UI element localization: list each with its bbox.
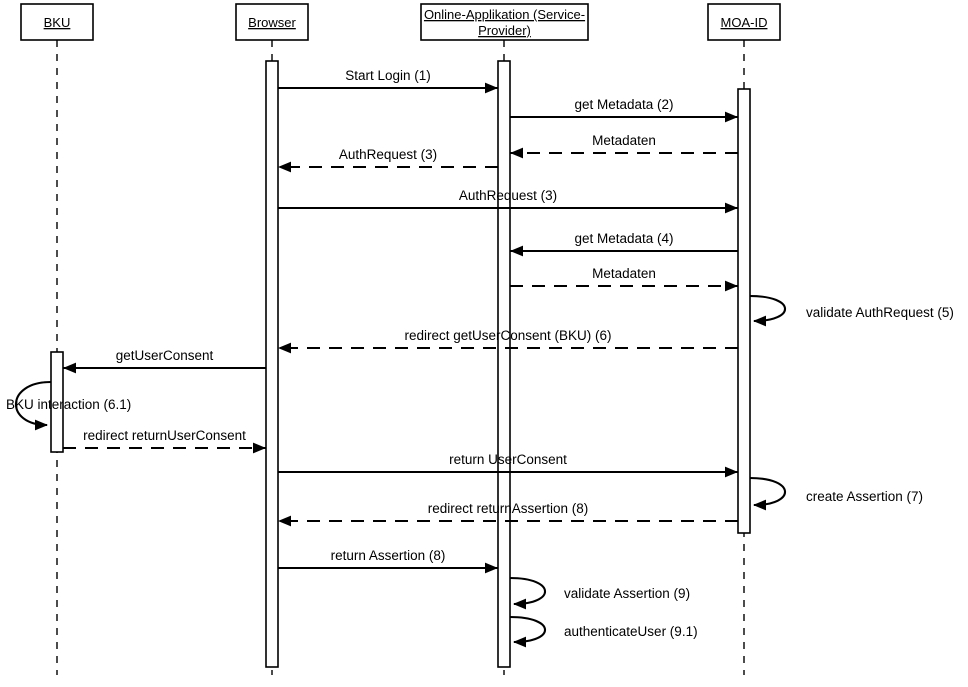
lifeline-moa_id: MOA-ID (707, 3, 781, 675)
message-left-8[interactable]: redirect getUserConsent (BKU) (6) (278, 328, 738, 354)
message-label-2: get Metadata (2) (574, 97, 673, 112)
self-message-0[interactable]: validate AuthRequest (5) (749, 294, 954, 327)
messages-layer: Start Login (1) get Metadata (2) Metadaten… (63, 68, 738, 574)
message-right-11[interactable]: return UserConsent (278, 452, 738, 478)
activation-bar-moa_id (737, 88, 751, 534)
message-label-4: AuthRequest (3) (339, 147, 437, 162)
lifeline-online_app: Online-Applikation (Service-Provider) (420, 3, 589, 675)
self-message-arrow-2 (749, 476, 786, 511)
activation-bar-browser (265, 60, 279, 668)
message-right-10[interactable]: redirect returnUserConsent (63, 428, 266, 454)
message-left-9[interactable]: getUserConsent (63, 348, 266, 374)
message-label-5: AuthRequest (3) (459, 188, 557, 203)
self-message-2[interactable]: create Assertion (7) (749, 476, 923, 511)
message-right-5[interactable]: AuthRequest (3) (278, 188, 738, 214)
lifeline-header-box-moa_id[interactable] (707, 3, 781, 41)
message-label-6: get Metadata (4) (574, 231, 673, 246)
message-right-2[interactable]: get Metadata (2) (510, 97, 738, 123)
self-message-arrow-1 (14, 380, 52, 431)
self-message-arrow-4 (509, 615, 546, 648)
self-message-label-3: validate Assertion (9) (564, 586, 690, 601)
message-label-1: Start Login (1) (345, 68, 431, 83)
self-message-label-4: authenticateUser (9.1) (564, 624, 698, 639)
self-message-4[interactable]: authenticateUser (9.1) (509, 615, 698, 648)
lifeline-label-browser: Browser (248, 15, 296, 30)
message-right-13[interactable]: return Assertion (8) (278, 548, 498, 574)
message-left-3[interactable]: Metadaten (510, 133, 738, 159)
message-label-11: return UserConsent (449, 452, 567, 467)
message-left-6[interactable]: get Metadata (4) (510, 231, 738, 257)
activation-bar-bku (50, 351, 64, 453)
self-messages-layer: validate AuthRequest (5) BKU interaction … (6, 294, 954, 648)
message-label-8: redirect getUserConsent (BKU) (6) (404, 328, 611, 343)
lifeline-label-bku: BKU (44, 15, 71, 30)
message-label-9: getUserConsent (116, 348, 214, 363)
self-message-3[interactable]: validate Assertion (9) (509, 576, 690, 610)
message-label-12: redirect returnAssertion (8) (428, 501, 589, 516)
self-message-arrow-3 (509, 576, 546, 610)
lifeline-browser: Browser (235, 3, 309, 675)
lifelines-layer: BKU Browser Online-Applikation (Service-Pr… (20, 3, 781, 675)
self-message-label-2: create Assertion (7) (806, 489, 923, 504)
lifeline-label-online_app: Online-Applikation (Service- (424, 7, 585, 22)
activation-bar-online_app (497, 60, 511, 668)
lifeline-bku: BKU (20, 3, 94, 675)
self-message-label-1: BKU interaction (6.1) (6, 397, 131, 412)
message-label-3: Metadaten (592, 133, 656, 148)
self-message-1[interactable]: BKU interaction (6.1) (6, 380, 131, 431)
lifeline-header-box-browser[interactable] (235, 3, 309, 41)
message-left-4[interactable]: AuthRequest (3) (278, 147, 498, 173)
lifeline-label-moa_id: MOA-ID (721, 15, 768, 30)
lifeline-header-box-bku[interactable] (20, 3, 94, 41)
message-label-10: redirect returnUserConsent (83, 428, 246, 443)
message-left-12[interactable]: redirect returnAssertion (8) (278, 501, 738, 527)
message-right-1[interactable]: Start Login (1) (278, 68, 498, 94)
message-label-13: return Assertion (8) (331, 548, 446, 563)
lifeline-label-online_app: Provider) (478, 23, 531, 38)
activations-layer (50, 60, 751, 668)
message-label-7: Metadaten (592, 266, 656, 281)
self-message-arrow-0 (749, 294, 786, 327)
message-right-7[interactable]: Metadaten (510, 266, 738, 292)
lifeline-header-box-online_app[interactable] (420, 3, 589, 41)
self-message-label-0: validate AuthRequest (5) (806, 305, 954, 320)
